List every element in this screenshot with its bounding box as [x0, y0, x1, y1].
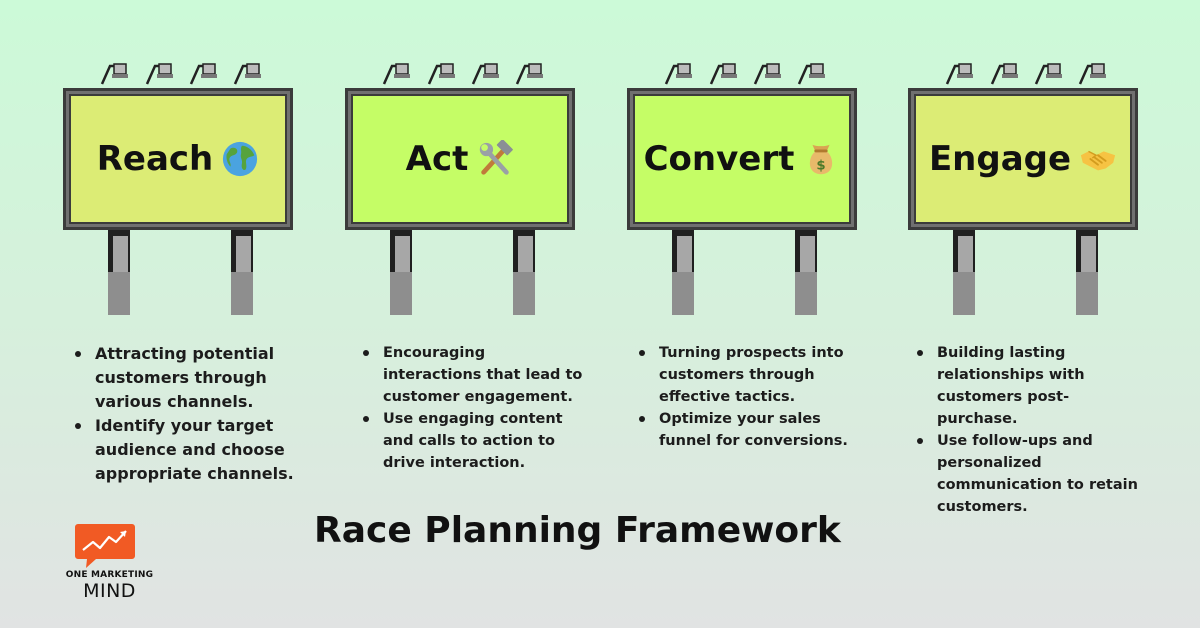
billboard-post — [108, 230, 130, 315]
handshake-icon — [1080, 150, 1116, 171]
list-item: Identify your target audience and choose… — [73, 414, 308, 486]
billboard-screen: Act — [351, 94, 569, 224]
billboard-panel: Convert $ — [627, 88, 857, 230]
list-item: Attracting potential customers through v… — [73, 342, 308, 414]
billboard-post — [953, 230, 975, 315]
billboard-title: Engage — [928, 139, 1072, 179]
lamp-icon — [1034, 63, 1062, 85]
billboard-post — [672, 230, 694, 315]
lamp-icon — [664, 63, 692, 85]
list-item: Turning prospects into customers through… — [637, 342, 862, 408]
lamp-icon — [471, 63, 499, 85]
list-item: Building lasting relationships with cust… — [915, 342, 1140, 430]
billboard-title: Reach — [96, 139, 214, 179]
billboard-screen: Engage — [914, 94, 1132, 224]
lamp-icon — [797, 63, 825, 85]
billboard-post — [795, 230, 817, 315]
lamp-icon — [427, 63, 455, 85]
act-bullets: Encouraging interactions that lead to cu… — [361, 342, 586, 474]
billboard-panel: Reach — [63, 88, 293, 230]
billboard-screen: Reach — [69, 94, 287, 224]
list-item: Use follow-ups and personalized communic… — [915, 430, 1140, 518]
lamp-icon — [753, 63, 781, 85]
lamp-icon — [189, 63, 217, 85]
billboard-post — [231, 230, 253, 315]
billboard-title: Convert — [643, 139, 795, 179]
billboard-post — [1076, 230, 1098, 315]
billboard-panel: Engage — [908, 88, 1138, 230]
billboard-engage: Engage — [908, 60, 1138, 315]
list-item: Use engaging content and calls to action… — [361, 408, 586, 474]
brand-name-line1: ONE MARKETING — [65, 570, 154, 580]
lamp-icon — [1078, 63, 1106, 85]
engage-bullets: Building lasting relationships with cust… — [915, 342, 1140, 518]
reach-bullets: Attracting potential customers through v… — [73, 342, 308, 486]
billboard-title: Act — [405, 139, 469, 179]
chart-bubble-icon — [75, 524, 135, 568]
list-item: Optimize your sales funnel for conversio… — [637, 408, 862, 452]
lamp-icon — [145, 63, 173, 85]
money-bag-icon: $ — [810, 144, 833, 175]
brand-logo: ONE MARKETING MIND — [62, 522, 157, 604]
globe-icon — [223, 141, 258, 177]
lamp-icon — [233, 63, 261, 85]
lamp-icon — [945, 63, 973, 85]
hammer-wrench-icon — [480, 140, 514, 175]
billboard-convert: Convert $ — [627, 60, 857, 315]
lamp-icon — [382, 63, 410, 85]
billboard-post — [513, 230, 535, 315]
lamp-icon — [990, 63, 1018, 85]
billboard-reach: Reach — [63, 60, 293, 315]
brand-name-line2: MIND — [83, 580, 136, 602]
billboard-post — [390, 230, 412, 315]
billboard-act: Act — [345, 60, 575, 315]
billboard-panel: Act — [345, 88, 575, 230]
convert-bullets: Turning prospects into customers through… — [637, 342, 862, 452]
billboard-screen: Convert $ — [633, 94, 851, 224]
page-title: Race Planning Framework — [314, 510, 841, 551]
lamp-icon — [709, 63, 737, 85]
lamp-icon — [100, 63, 128, 85]
list-item: Encouraging interactions that lead to cu… — [361, 342, 586, 408]
lamp-icon — [515, 63, 543, 85]
svg-text:$: $ — [817, 158, 826, 173]
